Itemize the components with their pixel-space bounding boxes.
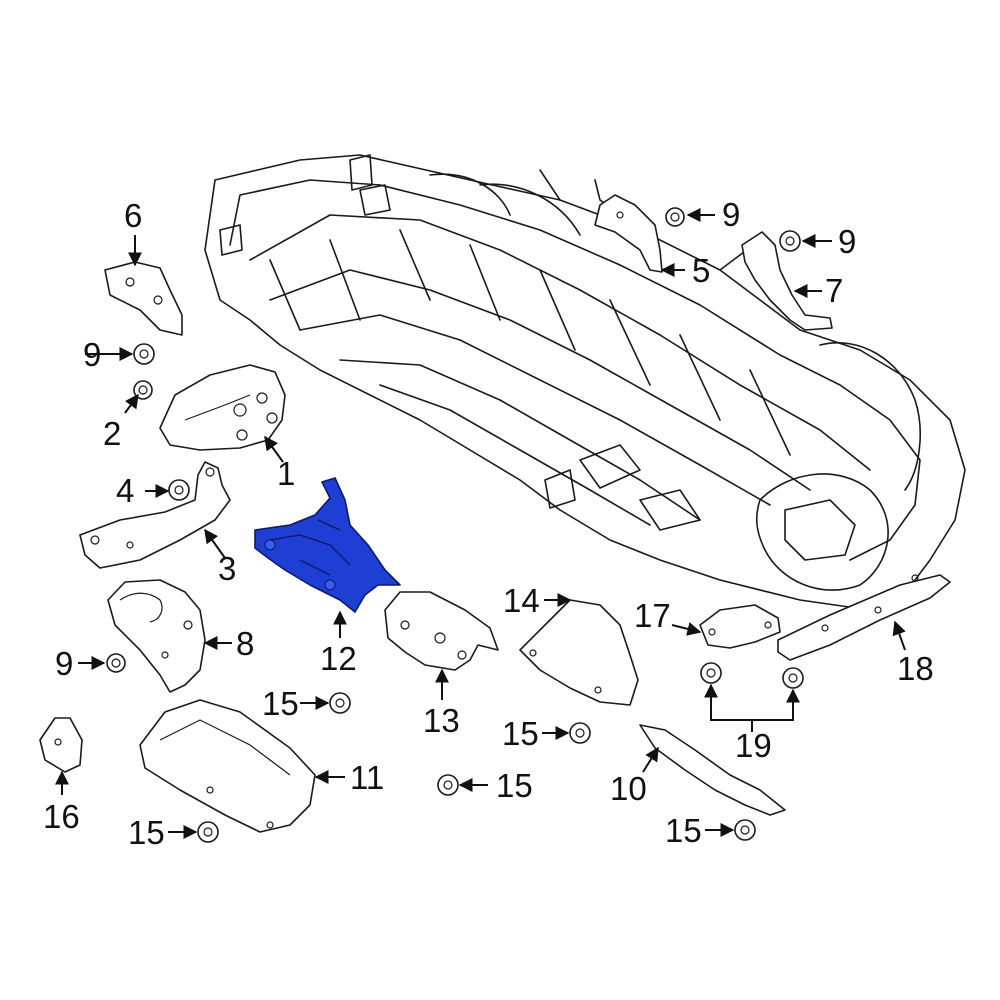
part-17-heat-shield[interactable]: [699, 604, 781, 649]
part-10-heat-shield[interactable]: [639, 724, 786, 816]
part-3-bracket[interactable]: [79, 461, 231, 569]
callout-2: 2: [103, 415, 121, 452]
part-16-bracket[interactable]: [39, 717, 83, 773]
callout-11: 11: [350, 759, 384, 796]
callout-8: 8: [236, 625, 254, 662]
callout-14: 14: [503, 582, 540, 619]
callout-9-c: 9: [838, 223, 856, 260]
part-13-bracket[interactable]: [384, 591, 499, 671]
callout-19: 19: [735, 727, 772, 764]
callout-9-b: 9: [722, 196, 740, 233]
callout-18: 18: [897, 650, 934, 687]
callout-13: 13: [423, 702, 460, 739]
callout-16: 16: [43, 798, 80, 835]
callout-5: 5: [692, 252, 710, 289]
vehicle-underbody: [204, 154, 966, 611]
callout-10: 10: [610, 770, 647, 807]
callout-6: 6: [124, 197, 142, 234]
callout-3: 3: [218, 550, 236, 587]
part-18-heat-shield[interactable]: [777, 574, 951, 661]
part-1-heat-shield[interactable]: [159, 364, 286, 451]
part-8-heat-shield[interactable]: [107, 579, 206, 693]
callout-15-d: 15: [128, 814, 165, 851]
callout-labels: 1 2 3 4 5 6 7 8 9 9 9 9 10 11 12 13 14 1…: [43, 196, 934, 851]
callout-7: 7: [825, 272, 843, 309]
callout-15-c: 15: [496, 767, 533, 804]
callout-1: 1: [277, 455, 295, 492]
callout-17: 17: [634, 597, 671, 634]
callout-15-a: 15: [262, 685, 299, 722]
fastener-nuts: [106, 207, 804, 843]
part-12-fill: [254, 477, 401, 613]
leader-lines: [55, 208, 906, 839]
callout-12: 12: [320, 640, 357, 677]
callout-4: 4: [116, 472, 134, 509]
callout-15-b: 15: [502, 715, 539, 752]
part-12-heat-shield-highlighted[interactable]: [254, 477, 401, 613]
callout-15-e: 15: [665, 812, 702, 849]
callout-9-a: 9: [83, 336, 101, 373]
callout-9-d: 9: [55, 645, 73, 682]
part-6-bracket[interactable]: [104, 261, 183, 336]
part-7-bracket[interactable]: [741, 231, 833, 331]
part-11-heat-shield[interactable]: [139, 699, 316, 833]
part-5-bracket[interactable]: [594, 194, 663, 273]
